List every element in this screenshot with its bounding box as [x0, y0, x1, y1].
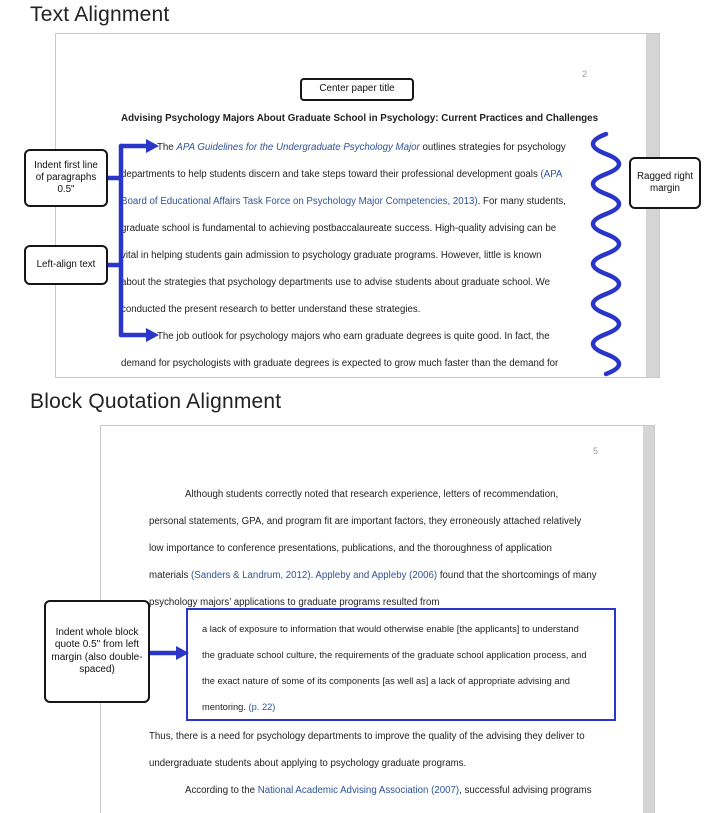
- paper-body-text: Although students correctly noted that r…: [149, 481, 635, 616]
- scan-edge: [643, 426, 654, 813]
- text-line: conducted the present research to better…: [121, 304, 421, 315]
- callout-indent-block-quote: Indent whole block quote 0.5" from left …: [44, 600, 150, 703]
- paper-title: Advising Psychology Majors About Graduat…: [121, 113, 599, 124]
- text-line: low importance to conference presentatio…: [149, 543, 552, 554]
- page-number: 2: [582, 69, 588, 79]
- text-line: Board of Educational Affairs Task Force …: [121, 196, 566, 207]
- text-line: Although students correctly noted that r…: [185, 489, 559, 500]
- text-line: departments to help students discern and…: [121, 169, 563, 180]
- page-number: 5: [593, 446, 599, 456]
- text-line: materials (Sanders & Landrum, 2012). App…: [149, 570, 597, 581]
- text-line: undergraduate students about applying to…: [149, 758, 467, 769]
- paper-body-text: Thus, there is a need for psychology dep…: [149, 723, 635, 804]
- callout-left-align-text: Left-align text: [24, 245, 108, 285]
- text-line: the exact nature of some of its componen…: [202, 676, 570, 686]
- text-line: graduate school is fundamental to achiev…: [121, 223, 557, 234]
- text-line: psychology majors’ applications to gradu…: [149, 597, 440, 608]
- block-quote-highlight-box: a lack of exposure to information that w…: [186, 608, 616, 721]
- callout-center-paper-title: Center paper title: [300, 78, 414, 101]
- text-line: mentoring. (p. 22): [202, 702, 276, 712]
- paper-body-text: The APA Guidelines for the Undergraduate…: [121, 134, 597, 377]
- text-line: According to the National Academic Advis…: [185, 785, 592, 796]
- text-line: demand for psychologists with graduate d…: [121, 358, 559, 369]
- section-heading-block-quotation-alignment: Block Quotation Alignment: [30, 390, 282, 413]
- callout-ragged-right-margin: Ragged right margin: [629, 157, 701, 209]
- text-line: personal statements, GPA, and program fi…: [149, 516, 582, 527]
- sample-paper-page-5: 5 Although students correctly noted that…: [100, 425, 655, 813]
- text-line: a lack of exposure to information that w…: [202, 624, 579, 634]
- text-line: The job outlook for psychology majors wh…: [157, 331, 550, 342]
- callout-indent-first-line: Indent first line of paragraphs 0.5": [24, 149, 108, 207]
- text-line: the graduate school culture, the require…: [202, 650, 587, 660]
- section-heading-text-alignment: Text Alignment: [30, 3, 170, 26]
- text-line: about the strategies that psychology dep…: [121, 277, 551, 288]
- text-line: Thus, there is a need for psychology dep…: [149, 731, 585, 742]
- text-line: vital in helping students gain admission…: [121, 250, 542, 261]
- block-quote-text: a lack of exposure to information that w…: [188, 610, 614, 720]
- text-line: The APA Guidelines for the Undergraduate…: [157, 142, 566, 153]
